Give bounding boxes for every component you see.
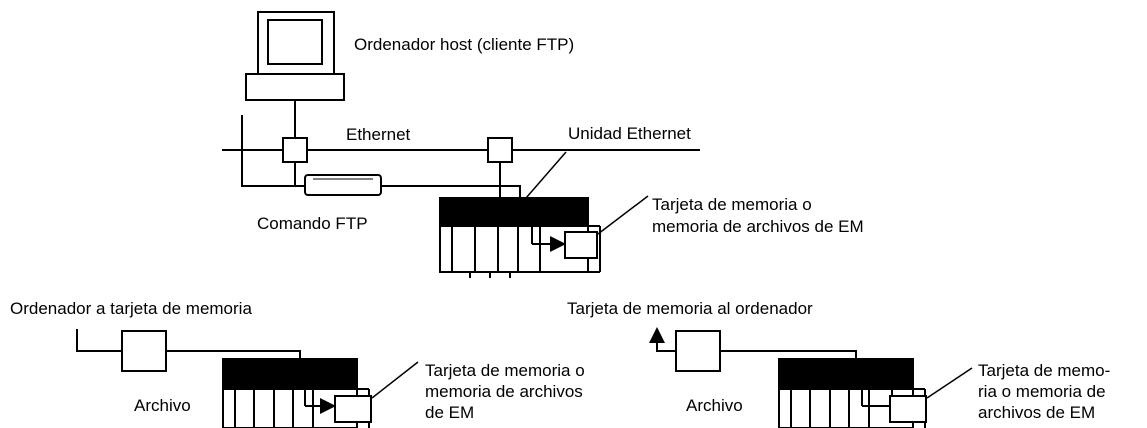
memory-label-top-1: Tarjeta de memoria o xyxy=(652,195,812,214)
memory-card-left-icon xyxy=(334,395,372,423)
file-label-left: Archivo xyxy=(134,396,191,415)
memory-label-right-3: archivos de EM xyxy=(978,403,1095,422)
memory-card-icon xyxy=(564,231,598,259)
memory-label-left-1: Tarjeta de memoria o xyxy=(425,361,585,380)
memory-label-right-1: Tarjeta de memo- xyxy=(978,361,1110,380)
memory-label-left-2: memoria de archivos xyxy=(425,382,583,401)
memory-label-top-2: memoria de archivos de EM xyxy=(652,217,864,236)
transceiver-host xyxy=(282,137,308,163)
file-box-left xyxy=(121,330,167,372)
file-label-right: Archivo xyxy=(686,396,743,415)
transceiver-plc xyxy=(487,137,513,163)
host-label: Ordenador host (cliente FTP) xyxy=(354,35,574,54)
memory-card-right-icon xyxy=(889,395,927,423)
plc-rack-left-icon xyxy=(222,358,370,428)
host-computer-icon xyxy=(245,11,345,101)
file-box-right xyxy=(675,330,721,372)
ftp-command-cylinder xyxy=(304,174,382,196)
ftp-command-label: Comando FTP xyxy=(257,214,368,233)
ethernet-label: Ethernet xyxy=(346,125,411,144)
memory-label-left-3: de EM xyxy=(425,403,474,422)
left-section-title: Ordenador a tarjeta de memoria xyxy=(10,299,252,318)
memory-label-right-2: ria o memoria de xyxy=(978,382,1106,401)
unit-label: Unidad Ethernet xyxy=(568,124,691,143)
right-section-title: Tarjeta de memoria al ordenador xyxy=(567,299,813,318)
